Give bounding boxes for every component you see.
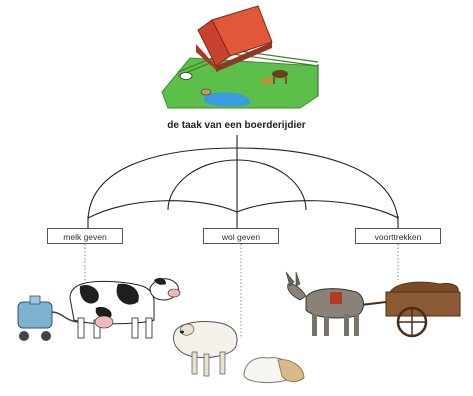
sheep-illustration: [173, 321, 305, 383]
wool-bundle-icon: [243, 357, 305, 383]
milking-machine-icon: [17, 295, 81, 341]
barn-icon: [196, 5, 273, 72]
farm-horse-icon: [272, 70, 288, 84]
task-label-milk: melk geven: [63, 232, 107, 242]
hay-trough-icon: [262, 78, 272, 84]
tree-connector: [87, 135, 399, 228]
dotted-leaders: [84, 244, 399, 338]
cow-illustration: [17, 277, 181, 341]
task-box-milk: melk geven: [47, 228, 123, 244]
diagram-title: de taak van een boerderijdier: [167, 120, 306, 131]
donkey-icon: [285, 271, 364, 336]
donkey-cart-illustration: [285, 271, 461, 338]
task-label-pull: voorttrekken: [374, 232, 422, 242]
farm-goat-icon: [179, 72, 193, 80]
farm-illustration: [161, 5, 319, 109]
cart-icon: [351, 281, 461, 338]
pond-icon: [203, 92, 251, 107]
task-box-wool: wol geven: [203, 228, 279, 244]
farm-dog-icon: [200, 88, 212, 96]
task-box-pull: voorttrekken: [355, 228, 441, 244]
task-label-wool: wol geven: [221, 232, 261, 242]
